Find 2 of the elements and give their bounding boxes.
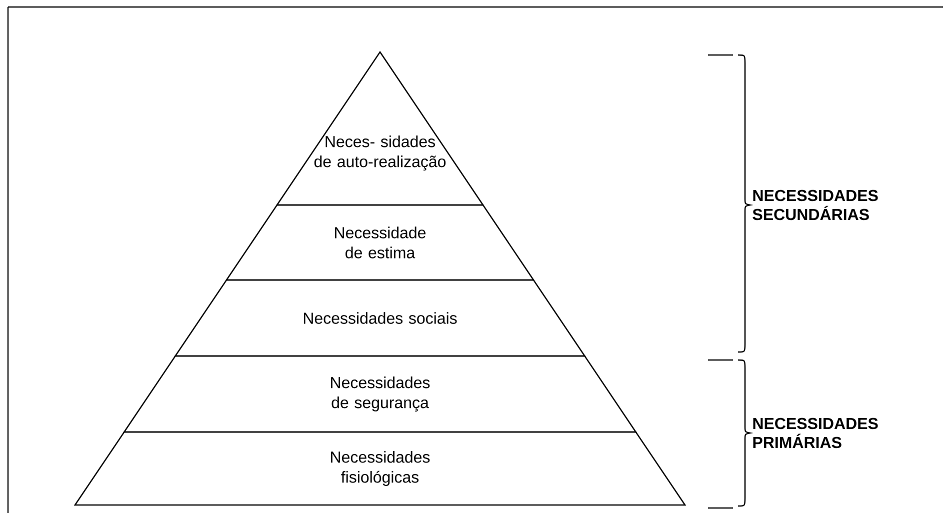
bracket-label: NECESSIDADES SECUNDÁRIAS xyxy=(752,190,878,220)
bracket-label: NECESSIDADES PRIMÁRIAS xyxy=(753,418,878,448)
